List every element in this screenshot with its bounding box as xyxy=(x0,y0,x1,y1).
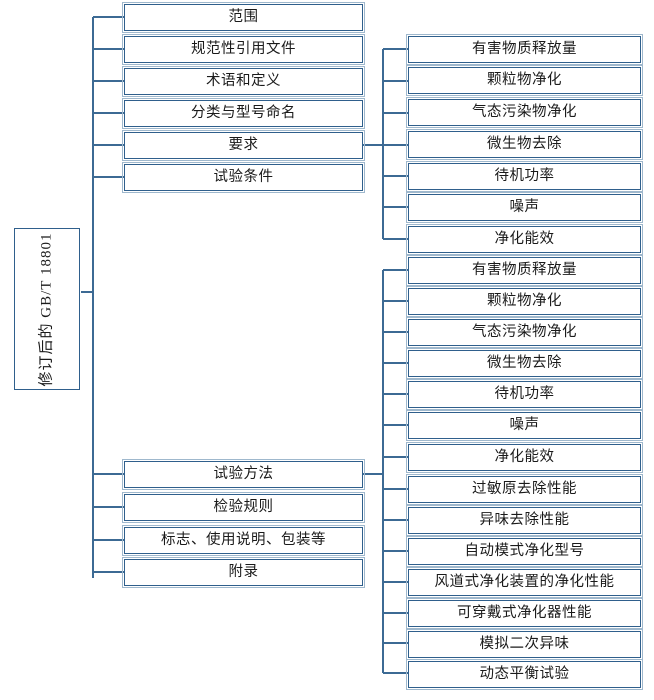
node-tm-wearable-purifier-performance[interactable]: 可穿戴式净化器性能 xyxy=(406,598,643,629)
node-label: 风道式净化装置的净化性能 xyxy=(434,574,615,591)
node-label: 噪声 xyxy=(509,199,540,216)
node-label: 净化能效 xyxy=(494,231,555,248)
node-label: 颗粒物净化 xyxy=(487,293,562,310)
node-req-particulate-purification[interactable]: 颗粒物净化 xyxy=(406,65,643,96)
node-label: 有害物质释放量 xyxy=(472,262,577,279)
node-label: 净化能效 xyxy=(494,449,555,466)
node-label: 异味去除性能 xyxy=(479,512,570,529)
node-tm-gaseous-pollutant-purification[interactable]: 气态污染物净化 xyxy=(406,317,643,348)
node-level1-marking-manual-packaging[interactable]: 标志、使用说明、包装等 xyxy=(122,525,365,556)
node-label: 气态污染物净化 xyxy=(472,324,577,341)
node-req-purification-efficiency[interactable]: 净化能效 xyxy=(406,224,643,255)
node-label: 试验条件 xyxy=(213,169,274,186)
node-req-microorganism-removal[interactable]: 微生物去除 xyxy=(406,129,643,160)
node-level1-test-methods[interactable]: 试验方法 xyxy=(122,459,365,490)
node-label: 噪声 xyxy=(509,417,540,434)
node-label: 微生物去除 xyxy=(487,355,562,372)
node-label: 模拟二次异味 xyxy=(479,636,570,653)
root-node[interactable]: 修订后的 GB/T 18801 xyxy=(14,228,80,390)
node-label: 试验方法 xyxy=(213,466,274,483)
node-tm-allergen-removal-performance[interactable]: 过敏原去除性能 xyxy=(406,474,643,505)
node-level1-scope[interactable]: 范围 xyxy=(122,2,365,33)
node-label: 待机功率 xyxy=(494,168,555,185)
node-label: 规范性引用文件 xyxy=(191,41,296,58)
node-label: 可穿戴式净化器性能 xyxy=(457,605,592,622)
node-level1-requirements[interactable]: 要求 xyxy=(122,130,365,161)
node-req-noise[interactable]: 噪声 xyxy=(406,192,643,223)
node-tm-microorganism-removal[interactable]: 微生物去除 xyxy=(406,348,643,379)
node-label: 标志、使用说明、包装等 xyxy=(161,532,326,549)
node-level1-classification-model[interactable]: 分类与型号命名 xyxy=(122,98,365,129)
node-tm-standby-power[interactable]: 待机功率 xyxy=(406,379,643,410)
node-label: 范围 xyxy=(228,9,259,26)
node-label: 分类与型号命名 xyxy=(191,105,296,122)
node-req-standby-power[interactable]: 待机功率 xyxy=(406,161,643,192)
node-label: 术语和定义 xyxy=(206,73,281,90)
node-tm-auto-mode-purification-model[interactable]: 自动模式净化型号 xyxy=(406,536,643,567)
node-tm-harmful-substance-release[interactable]: 有害物质释放量 xyxy=(406,255,643,286)
node-tm-particulate-purification[interactable]: 颗粒物净化 xyxy=(406,286,643,317)
node-label: 检验规则 xyxy=(213,499,274,516)
node-label: 过敏原去除性能 xyxy=(472,481,577,498)
node-tm-noise[interactable]: 噪声 xyxy=(406,410,643,441)
node-label: 要求 xyxy=(228,137,259,154)
node-level1-test-conditions[interactable]: 试验条件 xyxy=(122,162,365,193)
node-label: 有害物质释放量 xyxy=(472,41,577,58)
node-tm-dynamic-balance-test[interactable]: 动态平衡试验 xyxy=(406,659,643,690)
node-req-harmful-substance-release[interactable]: 有害物质释放量 xyxy=(406,34,643,65)
node-label: 动态平衡试验 xyxy=(479,666,570,683)
node-label: 待机功率 xyxy=(494,386,555,403)
node-level1-appendix[interactable]: 附录 xyxy=(122,557,365,588)
node-tm-odor-removal-performance[interactable]: 异味去除性能 xyxy=(406,505,643,536)
root-node-label: 修订后的 GB/T 18801 xyxy=(38,232,55,386)
node-label: 自动模式净化型号 xyxy=(464,543,585,560)
node-tm-duct-type-purifier-performance[interactable]: 风道式净化装置的净化性能 xyxy=(406,567,643,598)
node-label: 颗粒物净化 xyxy=(487,72,562,89)
node-label: 微生物去除 xyxy=(487,136,562,153)
node-label: 气态污染物净化 xyxy=(472,104,577,121)
node-tm-simulated-secondary-odor[interactable]: 模拟二次异味 xyxy=(406,629,643,660)
node-level1-normative-references[interactable]: 规范性引用文件 xyxy=(122,34,365,65)
node-level1-terms-definitions[interactable]: 术语和定义 xyxy=(122,66,365,97)
node-tm-purification-efficiency[interactable]: 净化能效 xyxy=(406,442,643,473)
node-label: 附录 xyxy=(228,564,259,581)
node-level1-inspection-rules[interactable]: 检验规则 xyxy=(122,492,365,523)
node-req-gaseous-pollutant-purification[interactable]: 气态污染物净化 xyxy=(406,97,643,128)
